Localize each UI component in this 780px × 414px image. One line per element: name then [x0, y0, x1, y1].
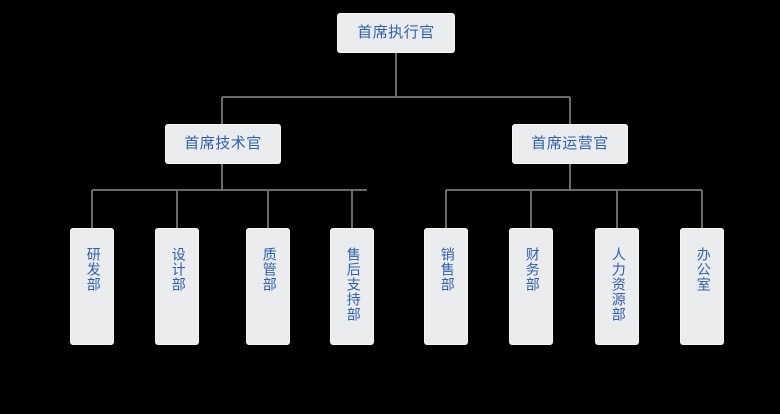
node-office-label: 办公室 [694, 247, 711, 292]
node-design-label: 设计部 [169, 247, 186, 292]
node-quality-label: 质管部 [260, 247, 277, 292]
node-rd-label: 研发部 [84, 247, 101, 292]
node-quality[interactable]: 质管部 [246, 228, 290, 345]
node-cto-label: 首席技术官 [184, 134, 262, 153]
node-hr[interactable]: 人力资源部 [595, 228, 639, 345]
node-coo[interactable]: 首席运营官 [512, 124, 628, 164]
node-finance[interactable]: 财务部 [509, 228, 553, 345]
node-finance-label: 财务部 [523, 247, 540, 292]
node-aftersales[interactable]: 售后支持部 [330, 228, 374, 345]
node-design[interactable]: 设计部 [155, 228, 199, 345]
node-coo-label: 首席运营官 [531, 134, 609, 153]
node-aftersales-label: 售后支持部 [344, 247, 361, 322]
node-hr-label: 人力资源部 [609, 247, 626, 322]
node-ceo[interactable]: 首席执行官 [337, 13, 455, 53]
node-rd[interactable]: 研发部 [70, 228, 114, 345]
node-office[interactable]: 办公室 [680, 228, 724, 345]
node-sales-label: 销售部 [438, 247, 455, 292]
node-sales[interactable]: 销售部 [424, 228, 468, 345]
node-ceo-label: 首席执行官 [357, 23, 435, 42]
node-cto[interactable]: 首席技术官 [165, 124, 281, 164]
